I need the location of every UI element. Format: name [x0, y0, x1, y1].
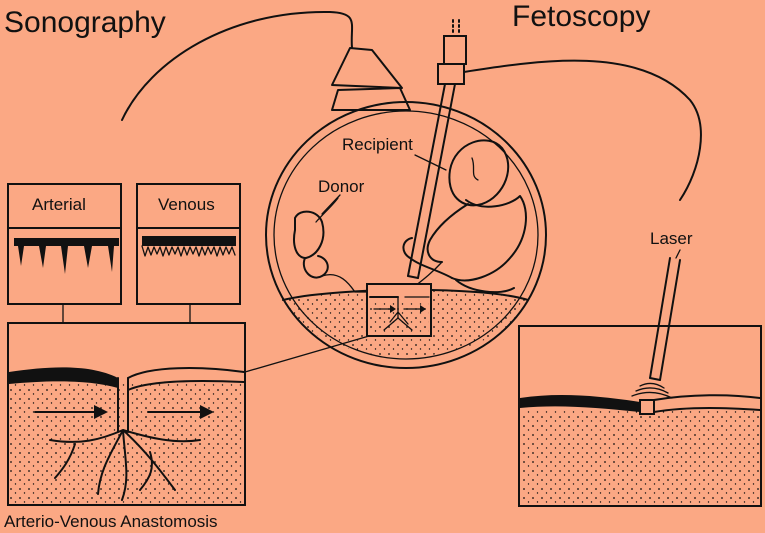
- laser-label: Laser: [650, 229, 693, 248]
- venous-label: Venous: [158, 195, 215, 214]
- recipient-label: Recipient: [342, 135, 413, 154]
- anastomosis-panel: [7, 322, 246, 506]
- placental-detail-box: [366, 283, 432, 337]
- recipient-leader: [414, 154, 447, 171]
- donor-leader: [321, 194, 341, 215]
- venous-doppler-panel: [136, 183, 241, 305]
- donor-label: Donor: [318, 177, 365, 196]
- arterial-doppler-panel: [7, 183, 122, 305]
- arterial-label: Arterial: [32, 195, 86, 214]
- anastomosis-caption: Arterio-Venous Anastomosis: [4, 512, 218, 531]
- fetoscopy-title: Fetoscopy: [512, 0, 650, 33]
- laser-panel: [518, 257, 762, 507]
- sonography-title: Sonography: [4, 6, 166, 39]
- recipient-fetus: [402, 139, 527, 294]
- uterus-outline: [265, 101, 547, 369]
- ultrasound-probe: [121, 10, 411, 121]
- laser-leader: [675, 249, 681, 259]
- magnification-connector: [244, 335, 370, 373]
- fetoscope: [407, 19, 702, 279]
- donor-fetus: [293, 197, 371, 293]
- uterus-inner-wall: [273, 110, 539, 360]
